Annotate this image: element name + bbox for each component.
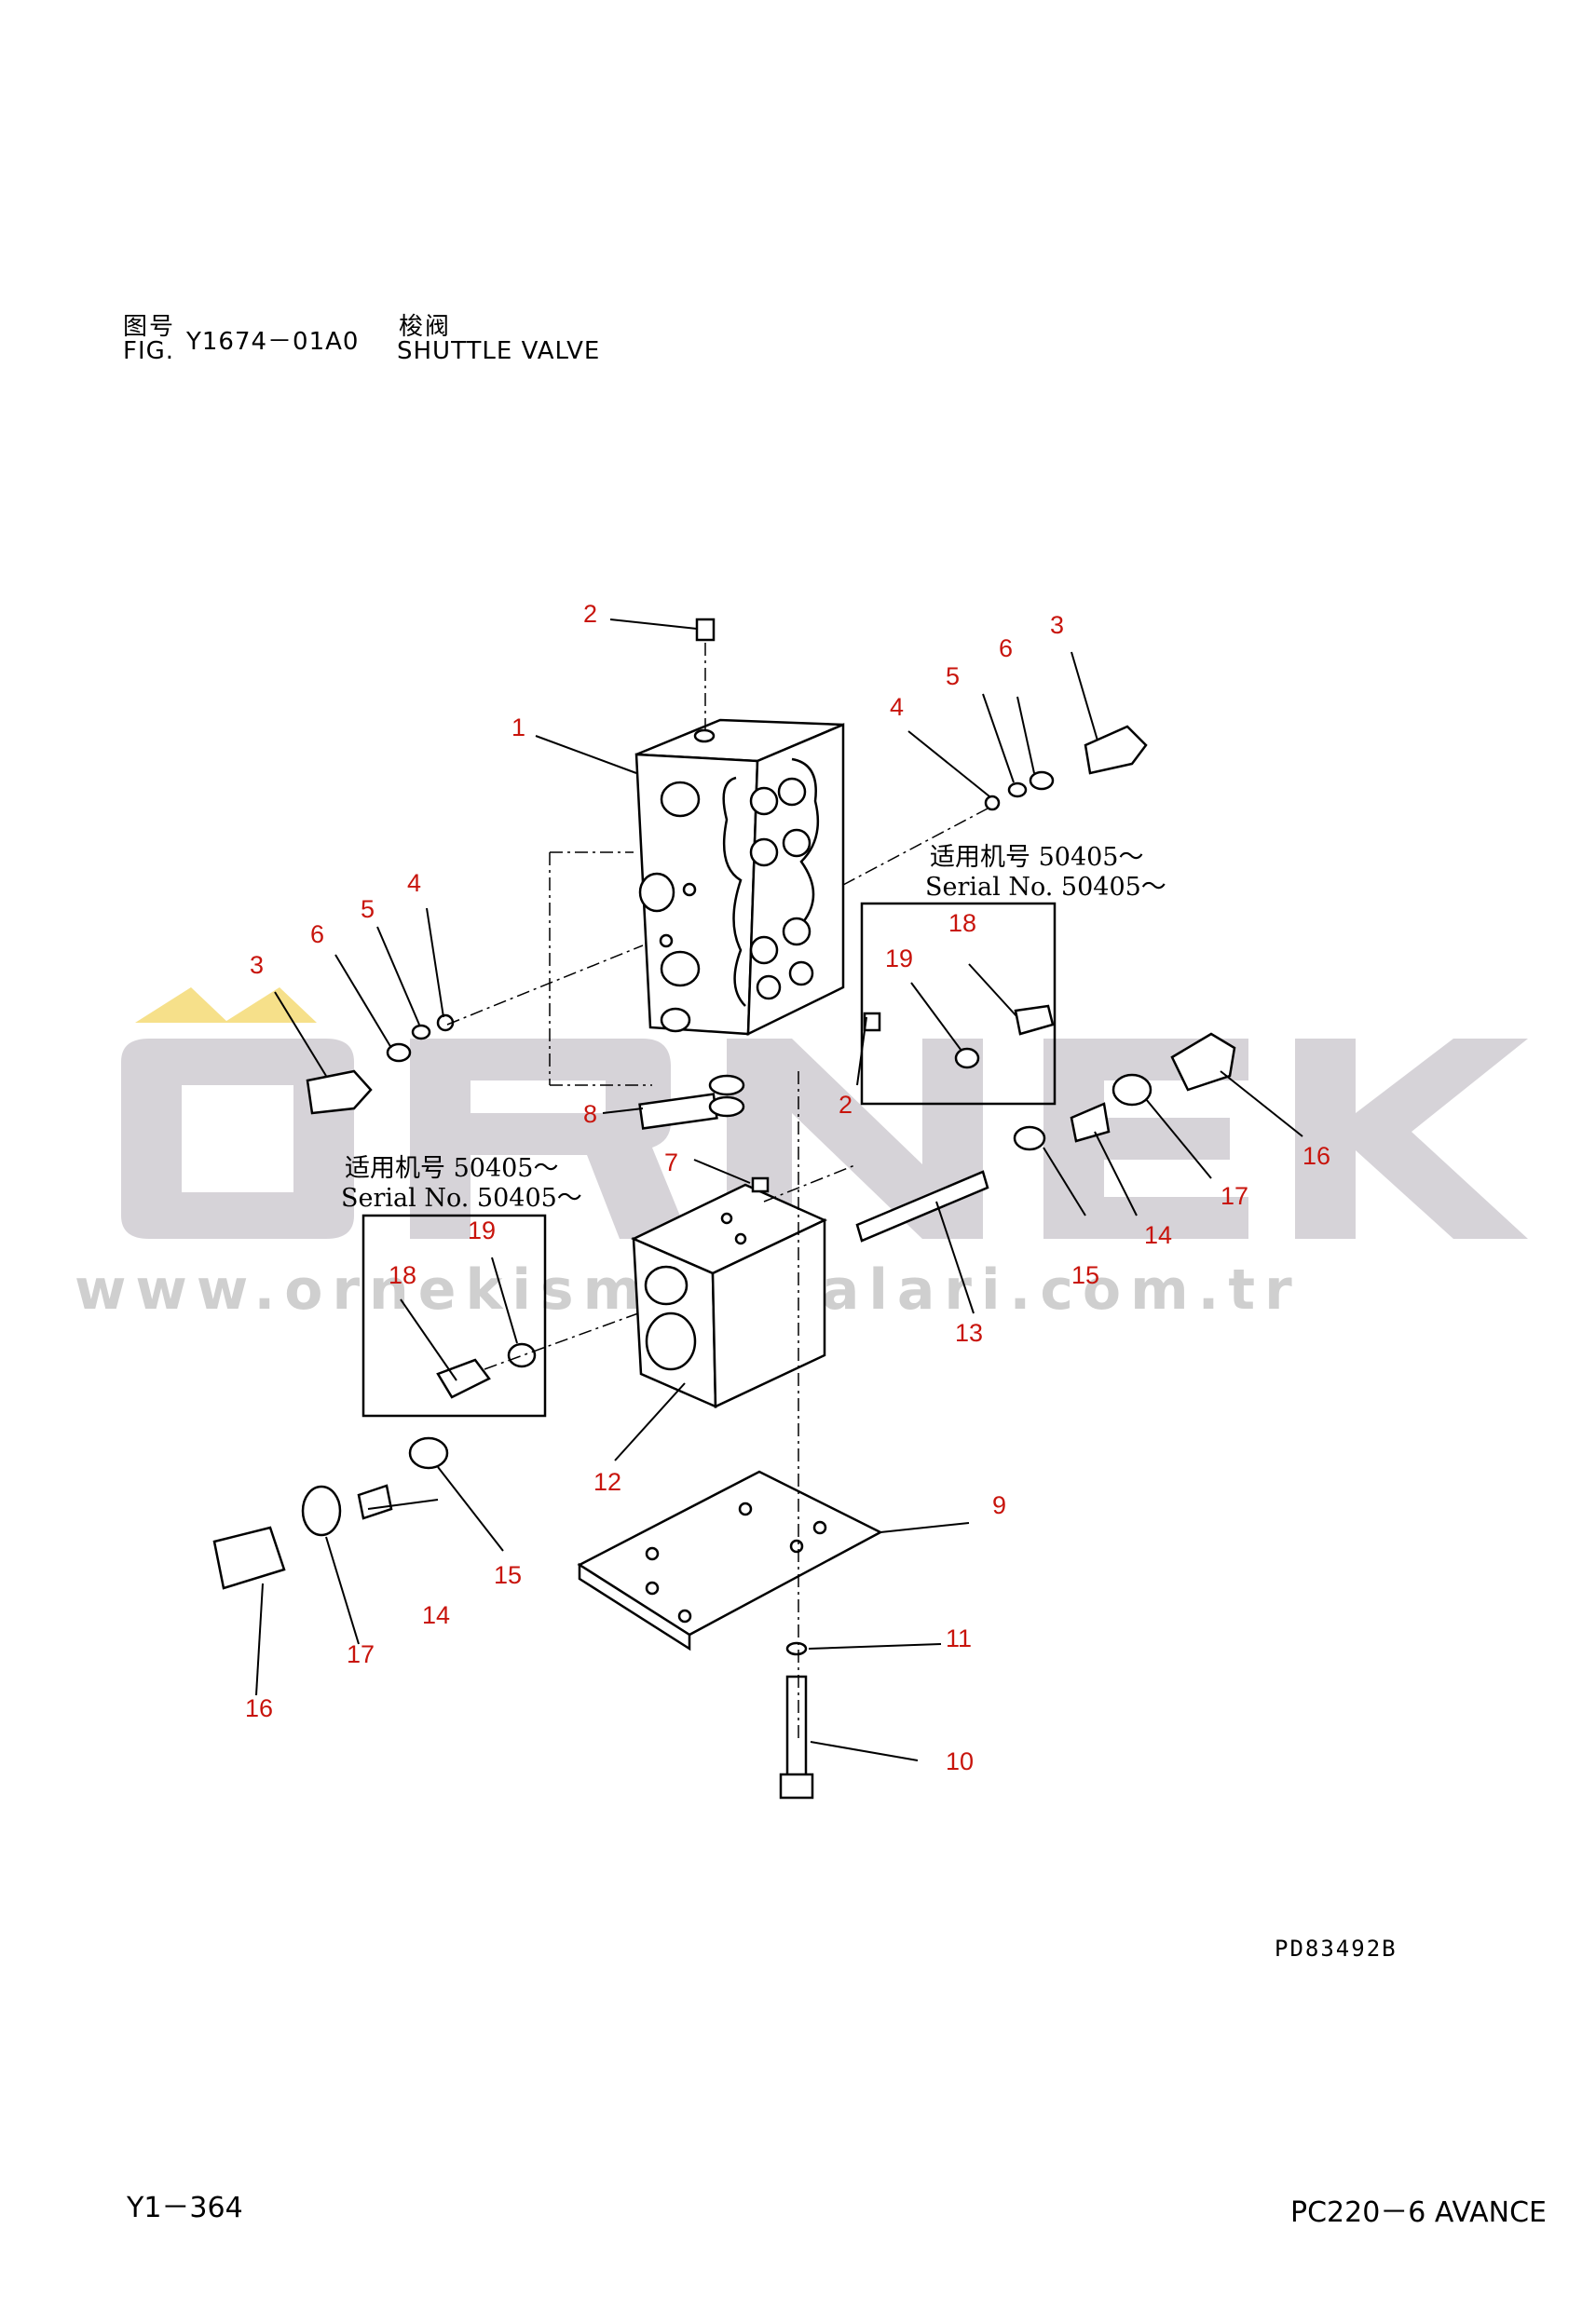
callout-14-left: 14 [422, 1601, 450, 1629]
lower-block [631, 1183, 827, 1408]
serial-note-left: Serial No. 50405～ [341, 1184, 582, 1213]
callout-6-right: 6 [999, 634, 1013, 662]
callout-12: 12 [593, 1468, 621, 1496]
serial-box-left [361, 1214, 547, 1418]
callout-3-left: 3 [250, 951, 264, 979]
callout-10: 10 [946, 1747, 974, 1775]
watermark-logo [121, 987, 1528, 1239]
callout-2-top: 2 [583, 600, 597, 628]
callout-17-right: 17 [1221, 1182, 1248, 1210]
fig-label-cjk: 图号 [123, 313, 176, 341]
callout-7: 7 [664, 1148, 678, 1176]
plugs-and-rings [212, 618, 1236, 1590]
callout-1: 1 [511, 714, 525, 741]
callout-15-right: 15 [1071, 1261, 1099, 1289]
drawing-code: PD83492B [1275, 1936, 1398, 1962]
callout-6-left: 6 [310, 920, 324, 948]
callout-14-right: 14 [1144, 1221, 1172, 1249]
center-lines [446, 643, 989, 1742]
page-number: Y1－364 [127, 2192, 243, 2224]
callout-9: 9 [992, 1491, 1006, 1519]
serial-box-right [860, 902, 1057, 1106]
machine-model: PC220－6 AVANCE [1290, 2196, 1547, 2229]
callout-5-right: 5 [946, 662, 960, 690]
page-title: SHUTTLE VALVE [397, 337, 601, 365]
callout-18-right: 18 [948, 909, 976, 937]
bolt-and-washer [779, 1641, 814, 1800]
callout-4-left: 4 [407, 869, 421, 897]
serial-note-right-cjk: 适用机号 50405～ [930, 843, 1144, 872]
serial-note-right: Serial No. 50405～ [925, 873, 1166, 902]
callout-18-left: 18 [389, 1261, 416, 1289]
callout-16-right: 16 [1302, 1142, 1330, 1170]
callout-17-left: 17 [347, 1640, 375, 1668]
callout-13: 13 [955, 1319, 983, 1347]
fig-number: Y1674－01A0 [186, 328, 360, 356]
callout-3-right: 3 [1050, 611, 1064, 639]
callout-4-right: 4 [890, 693, 904, 721]
callout-11: 11 [946, 1624, 972, 1652]
fig-label: FIG. [123, 337, 175, 365]
callout-labels: 1 2 2 3 3 4 4 5 5 6 6 7 8 9 10 11 12 13 … [245, 600, 1330, 1775]
callout-19-left: 19 [468, 1216, 496, 1244]
leader-lines [255, 618, 1303, 1761]
base-plate [577, 1470, 883, 1651]
callout-5-left: 5 [361, 895, 375, 923]
valve-body [634, 718, 845, 1037]
callout-8: 8 [583, 1100, 597, 1128]
callout-15-left: 15 [494, 1561, 522, 1589]
callout-19-right: 19 [885, 945, 913, 972]
callout-16-left: 16 [245, 1694, 273, 1722]
serial-note-left-cjk: 适用机号 50405～ [345, 1154, 559, 1183]
callout-2-mid: 2 [839, 1091, 852, 1119]
title-cjk: 梭阀 [399, 313, 452, 341]
